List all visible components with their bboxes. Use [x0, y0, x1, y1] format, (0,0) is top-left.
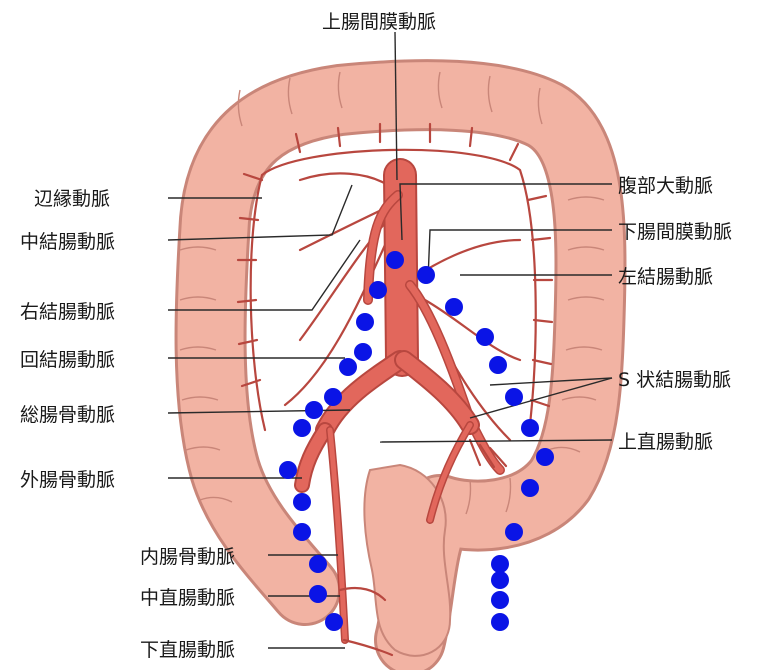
label-left-colic-artery: 左結腸動脈: [618, 266, 713, 288]
marker: [293, 523, 311, 541]
label-middle-colic-artery: 中結腸動脈: [20, 231, 115, 253]
label-superior-mesenteric-artery: 上腸間膜動脈: [322, 11, 436, 33]
marker: [325, 613, 343, 631]
marker: [491, 571, 509, 589]
label-internal-iliac-artery: 内腸骨動脈: [140, 546, 235, 568]
label-external-iliac-artery: 外腸骨動脈: [20, 469, 115, 491]
label-marginal-artery: 辺縁動脈: [34, 188, 110, 210]
marker: [445, 298, 463, 316]
label-common-iliac-artery: 総腸骨動脈: [20, 404, 115, 426]
marker: [417, 266, 435, 284]
marker: [505, 388, 523, 406]
marker: [293, 419, 311, 437]
label-sigmoid-artery: S 状結腸動脈: [618, 369, 731, 391]
marker: [491, 555, 509, 573]
marker: [305, 401, 323, 419]
label-middle-rectal-artery: 中直腸動脈: [140, 587, 235, 609]
marker: [339, 358, 357, 376]
marker: [309, 555, 327, 573]
marker: [324, 388, 342, 406]
marker: [505, 523, 523, 541]
label-inferior-mesenteric-artery: 下腸間膜動脈: [618, 221, 732, 243]
marker: [521, 419, 539, 437]
marker: [356, 313, 374, 331]
marker: [279, 461, 297, 479]
marker: [491, 613, 509, 631]
label-superior-rectal-artery: 上直腸動脈: [618, 431, 713, 453]
marker: [309, 585, 327, 603]
marker: [386, 251, 404, 269]
label-ileocolic-artery: 回結腸動脈: [20, 349, 115, 371]
marker: [476, 328, 494, 346]
marker: [293, 493, 311, 511]
marker: [354, 343, 372, 361]
marker: [489, 356, 507, 374]
label-inferior-rectal-artery: 下直腸動脈: [140, 639, 235, 661]
marker: [491, 591, 509, 609]
marker: [369, 281, 387, 299]
label-abdominal-aorta: 腹部大動脈: [618, 175, 713, 197]
label-right-colic-artery: 右結腸動脈: [20, 301, 115, 323]
marker: [536, 448, 554, 466]
marker: [521, 479, 539, 497]
